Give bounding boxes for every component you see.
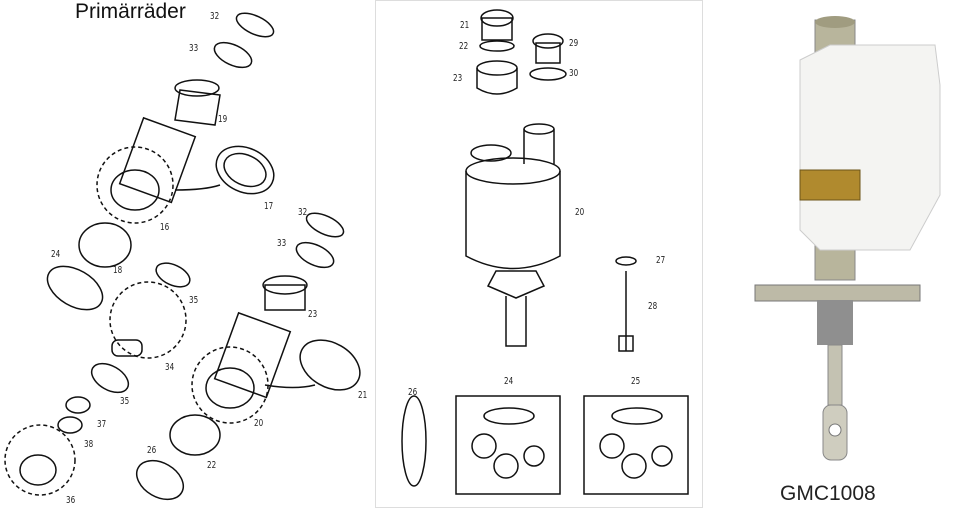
part-label: 19 [218, 114, 228, 125]
diagram-title: Primärräder [75, 0, 186, 23]
part-label: 27 [656, 255, 666, 266]
part-label: 35 [120, 396, 130, 407]
part-label: 33 [277, 238, 287, 249]
part-label: 29 [569, 38, 579, 49]
part-label: 23 [453, 73, 463, 84]
part-label: 24 [504, 376, 514, 387]
part-label: 35 [189, 295, 199, 306]
part-label: 38 [84, 439, 94, 450]
primary-gears-drawing [4, 12, 361, 501]
part-label: 26 [408, 387, 418, 398]
part-label: 21 [358, 390, 368, 401]
product-photo-panel: GMC1008 [705, 0, 978, 508]
master-cylinder-photo [754, 16, 941, 461]
part-label: 28 [648, 301, 658, 312]
gear-diagram-panel: Primärräder 32 33 19 17 16 32 33 18 24 3… [0, 0, 372, 508]
master-cylinder-diagram-panel: 21 22 23 29 30 20 27 28 26 24 25 [375, 0, 703, 508]
part-label: 25 [631, 376, 641, 387]
part-label: 17 [264, 201, 274, 212]
part-label: 22 [207, 460, 217, 471]
part-label: 20 [254, 418, 264, 429]
part-label: 32 [298, 207, 308, 218]
part-label: 30 [569, 68, 579, 79]
part-label: 23 [308, 309, 318, 320]
part-label: 36 [66, 495, 76, 506]
part-label: 20 [575, 207, 585, 218]
part-label: 22 [459, 41, 469, 52]
part-label: 33 [189, 43, 199, 54]
part-label: 24 [51, 249, 61, 260]
part-label: 26 [147, 445, 157, 456]
part-label: 16 [160, 222, 170, 233]
part-label: 32 [210, 11, 220, 22]
part-label: 18 [113, 265, 123, 276]
part-number: GMC1008 [780, 482, 876, 505]
master-cylinder-drawing [401, 9, 689, 495]
part-label: 21 [460, 20, 470, 31]
part-label: 34 [165, 362, 175, 373]
part-label: 37 [97, 419, 107, 430]
